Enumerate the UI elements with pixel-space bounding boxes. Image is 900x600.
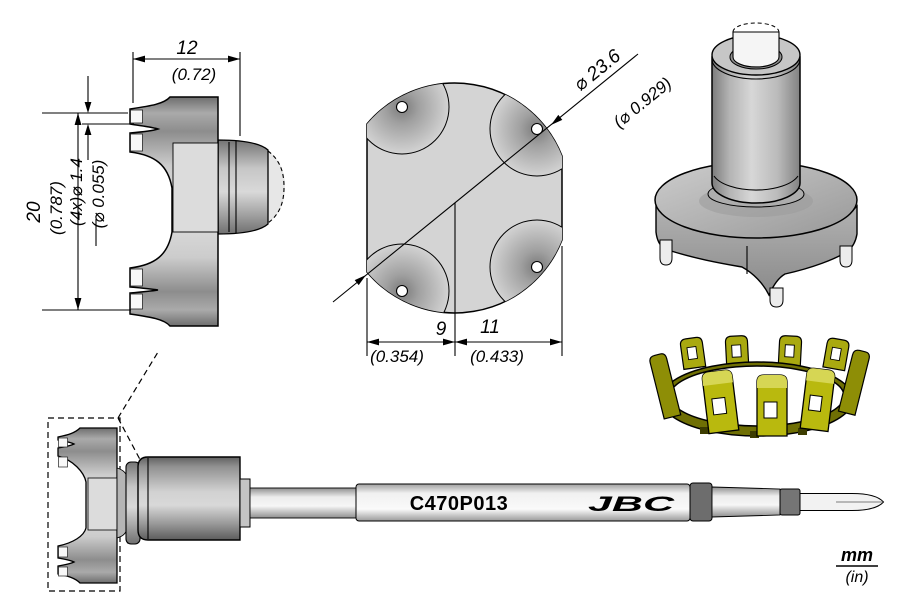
rear-tube — [711, 486, 781, 518]
base-leg — [769, 287, 784, 308]
isometric-view — [654, 22, 858, 308]
cylinder — [711, 56, 801, 204]
dim-dia-in: (⌀ 0.929) — [610, 74, 675, 132]
cartridge-tip — [57, 427, 118, 584]
clip-side-tab — [649, 353, 682, 420]
clip-back-tabs — [679, 335, 850, 372]
hole — [530, 122, 544, 136]
clip-slot — [750, 431, 759, 438]
unit-secondary: (in) — [845, 569, 868, 586]
dim-height: 20 (0.787) — [24, 112, 131, 311]
collar — [689, 482, 713, 522]
prong-tip — [130, 133, 143, 152]
base-leg — [659, 239, 673, 266]
dim-width-in: (0.72) — [172, 65, 216, 84]
collar — [779, 488, 801, 516]
dim-width: 12 (0.72) — [132, 38, 241, 136]
boss — [217, 139, 269, 235]
prong-tip — [130, 109, 143, 124]
base-leg — [839, 245, 853, 268]
brand-logo: JBC — [588, 493, 676, 516]
top-view: ⌀ 23.6 (⌀ 0.929) 9 (0.354) 11 (0.433) — [332, 45, 675, 366]
detail-box — [47, 417, 121, 592]
prong-tip — [58, 566, 68, 577]
dim-height-in: (0.787) — [47, 181, 66, 235]
dim-holes-in: (⌀ 0.055) — [89, 160, 108, 229]
detail-leader — [117, 351, 159, 419]
prong-tip — [58, 456, 68, 468]
clip-front-tabs — [701, 367, 836, 437]
unit-primary: mm — [841, 545, 873, 565]
dim-off-right-mm: 11 — [480, 317, 500, 338]
hole — [395, 284, 409, 298]
prong-tip — [130, 293, 143, 310]
clip-side-tab — [837, 349, 870, 416]
clip-slot — [700, 427, 709, 434]
tip-body-center — [172, 142, 219, 233]
plug-hidden-edge — [732, 22, 780, 33]
cartridge-view: C470P013 JBC — [47, 351, 885, 592]
units-label: mm (in) — [836, 545, 878, 586]
barrel-step — [239, 478, 251, 528]
dim-holes-mm: (4x)⌀ 1.4 — [67, 158, 86, 226]
part-number-label: C470P013 — [410, 493, 509, 515]
dim-height-mm: 20 — [24, 201, 45, 224]
prong-tip — [58, 546, 68, 558]
dim-off-left-in: (0.354) — [370, 347, 424, 366]
dim-prong-holes: (4x)⌀ 1.4 (⌀ 0.055) — [67, 76, 134, 246]
dim-off-left-mm: 9 — [436, 319, 447, 340]
hole — [530, 260, 544, 274]
heater-barrel — [137, 456, 241, 541]
dim-offsets: 9 (0.354) 11 (0.433) — [366, 203, 563, 366]
hole — [395, 100, 409, 114]
spring-clip — [649, 335, 870, 438]
shaft — [249, 487, 357, 519]
prong-tip — [58, 437, 68, 448]
inner-plug — [732, 31, 780, 68]
side-view: 12 (0.72) 20 (0.787) (4x)⌀ 1.4 (⌀ 0.055) — [24, 38, 285, 327]
dim-off-right-in: (0.433) — [470, 347, 524, 366]
dim-width-mm: 12 — [176, 38, 198, 59]
clip-slot — [798, 428, 807, 435]
prong-tip — [130, 268, 143, 287]
